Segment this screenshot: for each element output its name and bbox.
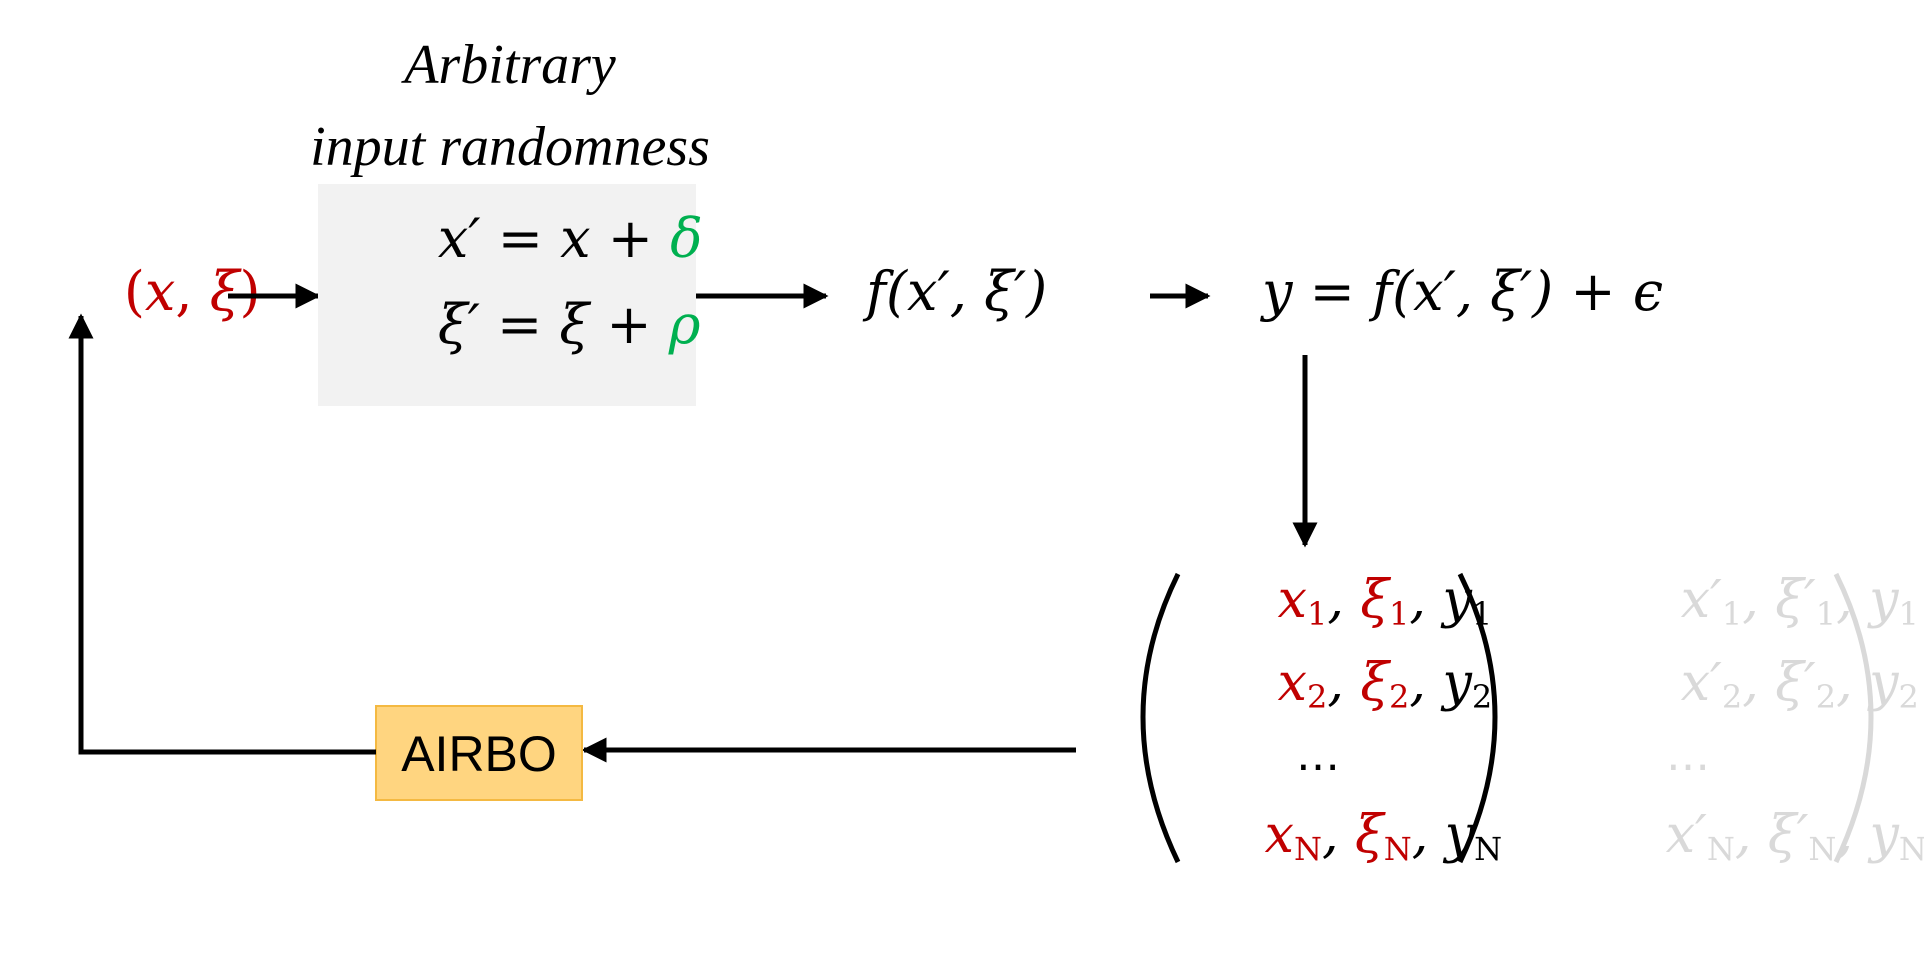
row2-x-sub: 2 xyxy=(1307,678,1327,716)
equation-xi-perturbed: ξ′ = ξ + ρ xyxy=(352,293,752,356)
rown-x-sub: N xyxy=(1294,830,1322,868)
row1-y: y xyxy=(1440,570,1472,630)
dataset-right-bracket xyxy=(1457,572,1498,864)
equation-x-lhs: x′ = x + xyxy=(438,207,670,270)
airbo-label: AIRBO xyxy=(401,726,557,782)
input-xi: ξ xyxy=(210,260,242,323)
row1-y-sub: 1 xyxy=(1472,595,1492,633)
caption-line-2: input randomness xyxy=(310,116,710,178)
dataset-left-bracket xyxy=(1140,572,1181,864)
hidden-row-n: x′N, ξ′N, yN xyxy=(1550,805,1924,873)
hidden-ellipsis: … xyxy=(1666,730,1710,781)
delta-symbol: δ xyxy=(670,207,703,270)
rown-xi-sub: N xyxy=(1384,830,1412,868)
dataset-row-2: x2, ξ2, y2 xyxy=(1195,653,1542,721)
rown-y-sub: N xyxy=(1474,830,1502,868)
equation-xi-lhs: ξ′ = ξ + xyxy=(438,293,669,356)
row2-x: x xyxy=(1278,653,1307,713)
input-open-paren: ( xyxy=(124,260,145,323)
row2-y: y xyxy=(1440,653,1472,713)
row2-y-sub: 2 xyxy=(1472,678,1492,716)
unobserved-dataset: x′1, ξ′1, y1 x′2, ξ′2, y2 … x′N, ξ′N, yN xyxy=(1550,570,1924,873)
randomness-box xyxy=(318,184,696,406)
dataset-row-n: xN, ξN, yN xyxy=(1182,805,1552,873)
row2-xi: ξ xyxy=(1360,653,1391,713)
rown-y: y xyxy=(1443,805,1475,865)
airbo-box xyxy=(375,705,583,801)
feedback-loop-arrow xyxy=(68,313,376,755)
row2-xi-sub: 2 xyxy=(1389,678,1409,716)
input-comma: , xyxy=(175,260,209,323)
function-evaluation: f(x′, ξ′) xyxy=(862,260,1047,323)
caption-line-1: Arbitrary xyxy=(400,34,616,96)
hidden-row-1: x′1, ξ′1, y1 xyxy=(1565,570,1924,638)
row1-x-sub: 1 xyxy=(1307,595,1327,633)
input-x: x xyxy=(145,260,175,323)
row1-xi-sub: 1 xyxy=(1389,595,1409,633)
dataset-row-1: x1, ξ1, y1 xyxy=(1195,570,1542,638)
row1-xi: ξ xyxy=(1360,570,1391,630)
input-pair: (x, ξ) xyxy=(38,260,312,323)
hidden-row-2: x′2, ξ′2, y2 xyxy=(1565,653,1924,721)
row1-x: x xyxy=(1278,570,1307,630)
observation-equation: y = f(x′, ξ′) + ϵ xyxy=(1260,260,1663,323)
equation-x-perturbed: x′ = x + δ xyxy=(352,207,754,270)
input-close-paren: ) xyxy=(239,260,260,323)
hidden-right-bracket xyxy=(1833,572,1874,864)
rown-xi: ξ xyxy=(1355,805,1386,865)
dataset-ellipsis: … xyxy=(1296,730,1340,781)
rho-symbol: ρ xyxy=(668,293,701,356)
rown-x: x xyxy=(1265,805,1294,865)
